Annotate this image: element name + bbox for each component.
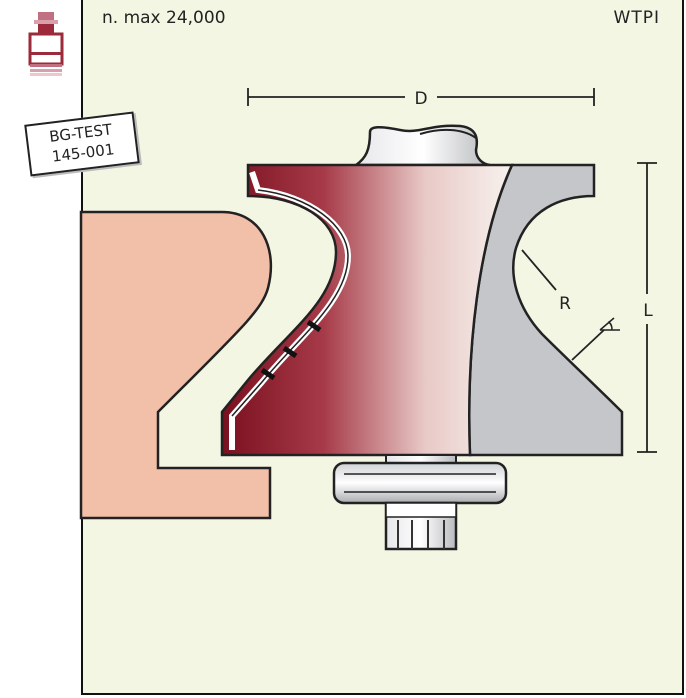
- ball-bearing: [332, 461, 508, 505]
- diameter-label: D: [414, 89, 427, 109]
- max-speed-text: n. max 24,000: [102, 8, 226, 28]
- shank-top: [352, 124, 491, 167]
- product-code: WTPI: [613, 8, 660, 28]
- length-dimension: [637, 162, 657, 453]
- edge-notch: [282, 345, 298, 359]
- angle-symbol-icon: [599, 317, 620, 331]
- edge-notch: [306, 319, 322, 333]
- radius-leader: [521, 249, 557, 291]
- workpiece: [79, 210, 273, 520]
- cutter-red-body: [220, 163, 514, 457]
- angle-leader: [571, 329, 605, 361]
- diameter-dimension: [247, 88, 595, 106]
- edge-notch: [260, 367, 276, 381]
- shank-twist: [419, 128, 477, 139]
- hand-tool-logo-icon: [28, 12, 64, 76]
- screw-thread: [385, 502, 457, 518]
- length-label: L: [643, 301, 653, 321]
- radius-label: R: [559, 294, 571, 314]
